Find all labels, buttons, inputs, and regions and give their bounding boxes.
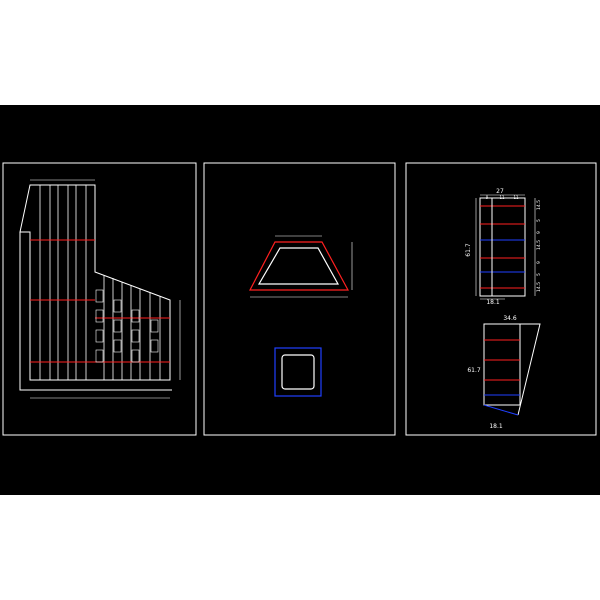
trapezoid-section-outer [249, 241, 350, 291]
upper-height-dim: 61.7 [465, 243, 472, 257]
right-dim-6: 5 [536, 273, 542, 276]
left-plan-red-ties [30, 239, 170, 363]
box-section-outer [274, 347, 322, 397]
lower-height-dim: 61.7 [467, 367, 481, 374]
panel-right: 27 9 11 11 61.7 18.1 14.5 5 9 14.5 9 5 1… [405, 162, 597, 436]
right-dim-1: 14.5 [536, 200, 542, 210]
right-dim-2: 5 [536, 219, 542, 222]
panel-middle-frame [203, 162, 396, 436]
right-dim-4: 14.5 [536, 240, 542, 250]
box-section-inner [281, 354, 315, 390]
panel-right-frame [405, 162, 597, 436]
lower-top-dim: 34.6 [503, 315, 517, 322]
panel-left [2, 162, 197, 436]
right-dim-7: 14.5 [536, 282, 542, 292]
upper-elevation-outline [479, 197, 526, 297]
left-plan-outline [19, 184, 171, 381]
left-plan-extension [19, 232, 172, 391]
upper-elevation-bands [480, 198, 525, 296]
right-dim-3: 9 [536, 231, 542, 234]
left-plan-strips [39, 185, 161, 380]
upper-seg-1: 9 [486, 195, 489, 200]
upper-seg-2: 11 [499, 195, 505, 200]
lower-elevation-block [483, 323, 521, 406]
lower-bottom-dim: 18.1 [489, 423, 503, 430]
drawing-background [0, 105, 600, 495]
lower-elevation-bands [483, 339, 520, 416]
panel-left-frame [2, 162, 197, 436]
upper-seg-3: 11 [513, 195, 519, 200]
panel-middle [203, 162, 396, 436]
lower-elevation-taper [500, 323, 541, 416]
right-dim-5: 9 [536, 261, 542, 264]
upper-bottom-dim: 18.1 [486, 299, 500, 306]
trapezoid-section-inner [257, 247, 340, 285]
upper-width-dim: 27 [496, 188, 504, 195]
left-plan-cells [95, 289, 159, 363]
